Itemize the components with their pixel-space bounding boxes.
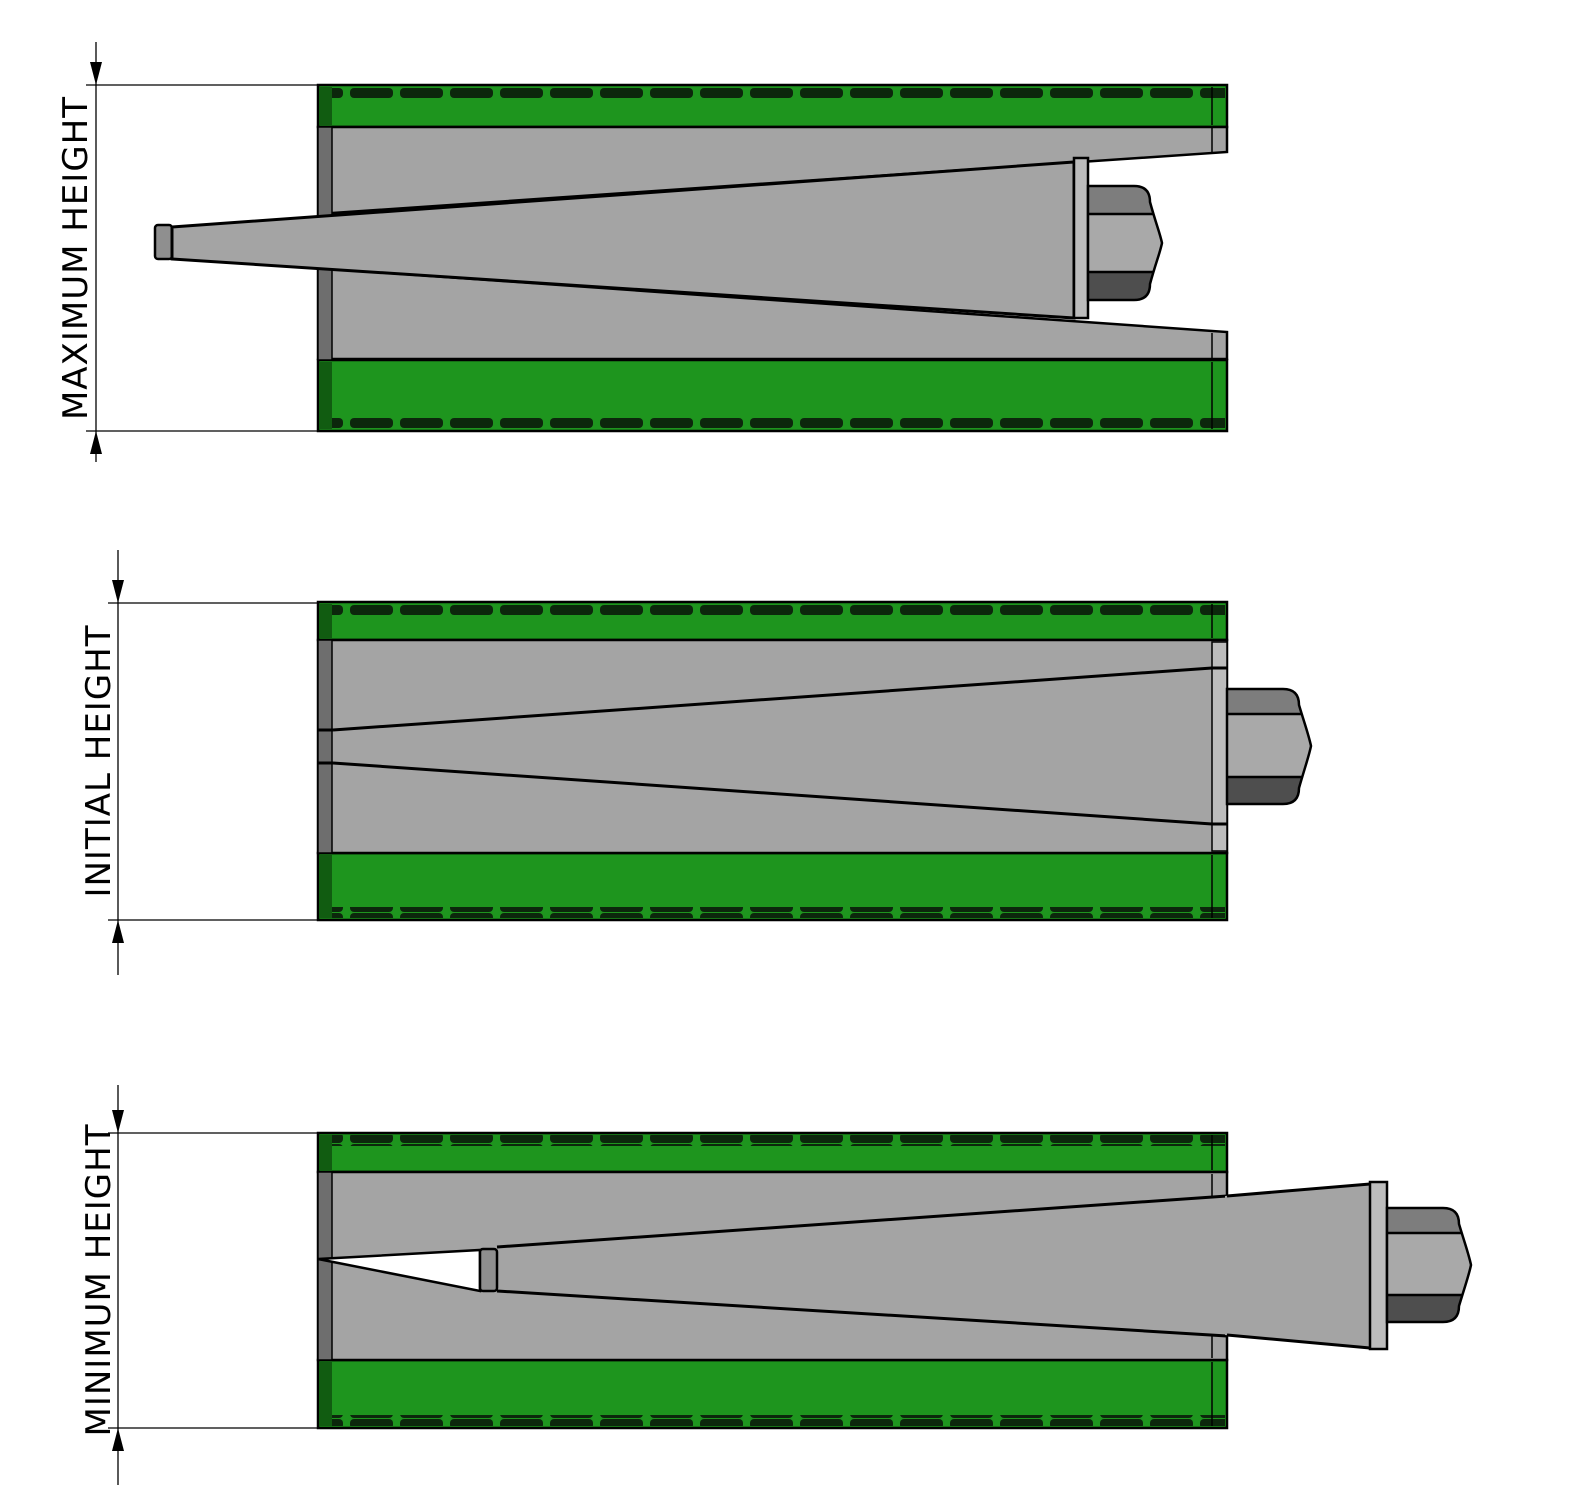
label-maximum-height: MAXIMUM HEIGHT: [56, 95, 96, 421]
wedge-stack: [316, 638, 1229, 855]
serration-teeth: [320, 1135, 1225, 1146]
dimension-maximum-height: [86, 42, 318, 462]
serration-teeth: [320, 604, 1225, 615]
wedge-end-face: [1368, 1180, 1389, 1351]
serration-teeth: [320, 418, 1225, 429]
hex-bolt: [1086, 184, 1164, 302]
top-plate: [316, 600, 1229, 642]
body-left-edge: [317, 1171, 333, 1361]
wedge-end-cap-left: [153, 223, 174, 261]
middle-wedge: [1225, 1180, 1389, 1351]
bottom-plate: [316, 1358, 1229, 1430]
hex-bolt: [1385, 1206, 1473, 1324]
body-left-edge: [317, 639, 333, 854]
dimension-arrow-bottom: [112, 1428, 124, 1451]
label-initial-height: INITIAL HEIGHT: [79, 624, 119, 898]
wedge-end-face: [1211, 641, 1228, 852]
serration-teeth: [320, 907, 1225, 918]
lower-contact-line: [496, 1289, 1228, 1338]
lower-contact-line: [332, 761, 1213, 826]
dimension-arrow-top: [112, 580, 124, 603]
diagram-initial-height: [108, 550, 1313, 975]
top-plate: [316, 83, 1229, 129]
serration-teeth: [320, 87, 1225, 98]
wedge-end-face: [1072, 156, 1090, 320]
bottom-plate: [316, 851, 1229, 922]
dimension-arrow-top: [90, 62, 102, 85]
middle-wedge: [153, 156, 1090, 320]
top-plate: [316, 1131, 1229, 1174]
dimension-arrow-bottom: [112, 920, 124, 943]
diagram-maximum-height: [86, 42, 1229, 462]
serration-teeth: [320, 1415, 1225, 1426]
diagram-minimum-height: [108, 1085, 1473, 1485]
bottom-plate: [316, 358, 1229, 433]
upper-contact-line: [496, 1194, 1228, 1249]
wedge-end-cap-left: [478, 1247, 499, 1293]
dimension-initial-height: [108, 550, 318, 975]
dimension-arrow-top: [112, 1110, 124, 1133]
dimension-arrow-bottom: [90, 431, 102, 454]
dimension-minimum-height: [108, 1085, 318, 1485]
label-minimum-height: MINIMUM HEIGHT: [79, 1123, 119, 1437]
hex-bolt: [1225, 687, 1313, 806]
upper-contact-line: [332, 666, 1213, 732]
